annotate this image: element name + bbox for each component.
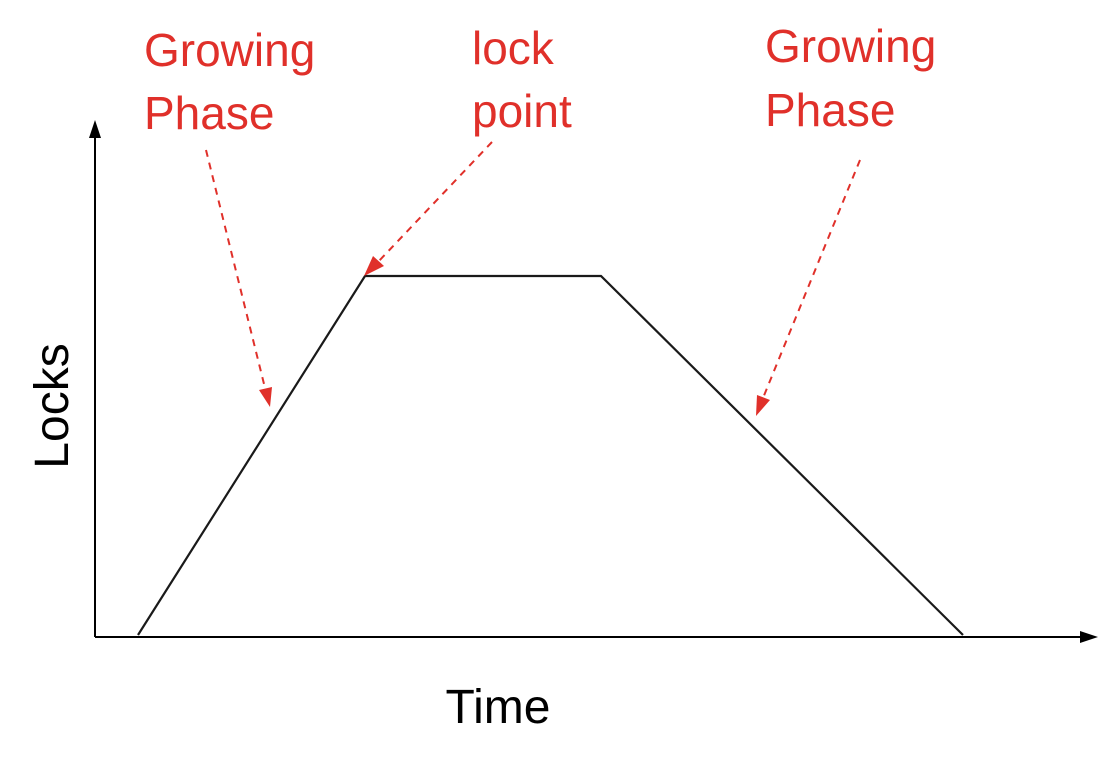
pointer-arrow-icon <box>259 387 272 407</box>
annotation-label-line: Phase <box>765 84 895 136</box>
annotation-growing-phase-right: Growing Phase <box>756 20 936 416</box>
annotation-label-line: point <box>472 85 572 137</box>
annotation-label-line: Growing <box>144 24 315 76</box>
y-axis-label: Locks <box>26 343 79 468</box>
annotation-pointer <box>205 149 266 389</box>
x-axis-arrow-icon <box>1080 631 1098 643</box>
axes <box>89 120 1098 643</box>
y-axis-arrow-icon <box>89 120 101 138</box>
annotation-label-line: lock <box>472 22 555 74</box>
annotation-label-line: Phase <box>144 87 274 139</box>
pointer-arrow-icon <box>756 395 770 416</box>
annotation-growing-phase-left: Growing Phase <box>144 24 315 407</box>
x-axis-label: Time <box>446 681 551 734</box>
annotation-lock-point: lock point <box>364 22 572 276</box>
lock-count-curve <box>137 274 964 636</box>
annotation-pointer <box>762 159 861 399</box>
pointer-arrow-icon <box>364 256 384 276</box>
annotation-pointer <box>377 141 493 263</box>
annotation-label-line: Growing <box>765 20 936 72</box>
